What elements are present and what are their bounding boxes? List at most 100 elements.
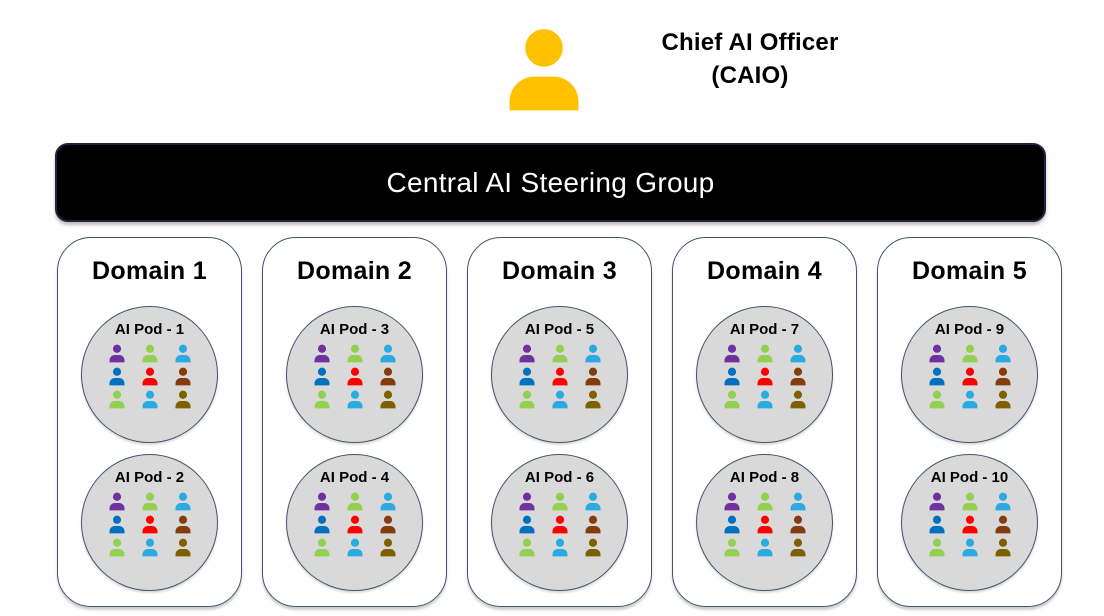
person-icon [312,390,332,410]
person-icon [993,492,1013,512]
person-icon [927,390,947,410]
person-icon [550,344,570,364]
person-icon [960,390,980,410]
ai-pod-circle: AI Pod - 5 [491,306,628,443]
person-icon [755,344,775,364]
domain-box: Domain 1 AI Pod - 1 AI Pod - 2 [57,237,242,607]
person-icon [722,538,742,558]
person-icon [993,390,1013,410]
ai-pod-circle: AI Pod - 9 [901,306,1038,443]
domain-title: Domain 3 [502,257,617,285]
person-icon [550,538,570,558]
person-icon [722,367,742,387]
person-icon [140,515,160,535]
ai-pod-circle: AI Pod - 4 [286,454,423,591]
central-steering-group-label: Central AI Steering Group [386,166,715,198]
person-icon [788,344,808,364]
person-icon [345,492,365,512]
person-icon [173,390,193,410]
person-icon [517,390,537,410]
domain-title: Domain 1 [92,257,207,285]
person-icon [378,515,398,535]
person-icon [140,344,160,364]
person-icon [140,367,160,387]
person-icon [173,538,193,558]
domain-title: Domain 5 [912,257,1027,285]
pod-members-grid [492,492,627,558]
person-icon [583,367,603,387]
person-icon [927,344,947,364]
person-icon [107,492,127,512]
person-icon [722,344,742,364]
ai-pod-circle: AI Pod - 6 [491,454,628,591]
person-icon [788,367,808,387]
pod-members-grid [902,492,1037,558]
pod-members-grid [287,344,422,410]
ai-pod-label: AI Pod - 1 [114,321,185,338]
ai-pod-circle: AI Pod - 1 [81,306,218,443]
caio-person-icon [498,24,590,120]
person-icon [378,390,398,410]
person-icon [788,538,808,558]
person-icon [312,492,332,512]
person-icon [107,344,127,364]
person-icon [550,515,570,535]
domain-box: Domain 2 AI Pod - 3 AI Pod - 4 [262,237,447,607]
person-icon [140,390,160,410]
ai-pod-circle: AI Pod - 3 [286,306,423,443]
person-icon [517,492,537,512]
person-icon [517,344,537,364]
person-icon [378,492,398,512]
pod-members-grid [902,344,1037,410]
person-icon [927,492,947,512]
person-icon [345,538,365,558]
person-icon [755,492,775,512]
pod-members-grid [697,344,832,410]
ai-pod-circle: AI Pod - 10 [901,454,1038,591]
ai-pod-circle: AI Pod - 7 [696,306,833,443]
ai-pod-label: AI Pod - 8 [729,469,800,486]
person-icon [107,390,127,410]
caio-title-line2: (CAIO) [711,62,789,89]
person-icon [107,367,127,387]
person-icon [583,492,603,512]
ai-pod-label: AI Pod - 3 [319,321,390,338]
domain-box: Domain 5 AI Pod - 9 AI Pod - 10 [877,237,1062,607]
person-icon [927,515,947,535]
domain-title: Domain 2 [297,257,412,285]
ai-pod-label: AI Pod - 4 [319,469,390,486]
person-icon [378,367,398,387]
person-icon [583,344,603,364]
person-icon [993,367,1013,387]
person-icon [312,344,332,364]
person-icon [312,367,332,387]
person-icon [173,515,193,535]
ai-pod-circle: AI Pod - 2 [81,454,218,591]
person-icon [788,515,808,535]
caio-title: Chief AI Officer (CAIO) [612,26,888,92]
pod-members-grid [492,344,627,410]
ai-pod-label: AI Pod - 10 [930,469,1009,486]
person-icon [722,492,742,512]
ai-pod-label: AI Pod - 2 [114,469,185,486]
caio-title-line1: Chief AI Officer [661,29,839,56]
person-icon [517,538,537,558]
pod-members-grid [82,492,217,558]
person-icon [312,515,332,535]
person-icon [550,390,570,410]
person-icon [107,515,127,535]
person-icon [345,367,365,387]
person-icon [378,344,398,364]
person-icon [345,390,365,410]
person-icon [378,538,398,558]
person-icon [755,367,775,387]
person-icon [755,538,775,558]
domains-row: Domain 1 AI Pod - 1 AI Pod - 2 Domain 2 … [57,237,1062,607]
person-icon [722,390,742,410]
ai-pod-circle: AI Pod - 8 [696,454,833,591]
person-icon [960,538,980,558]
person-icon [140,538,160,558]
person-icon [788,390,808,410]
person-icon [173,344,193,364]
person-icon [312,538,332,558]
